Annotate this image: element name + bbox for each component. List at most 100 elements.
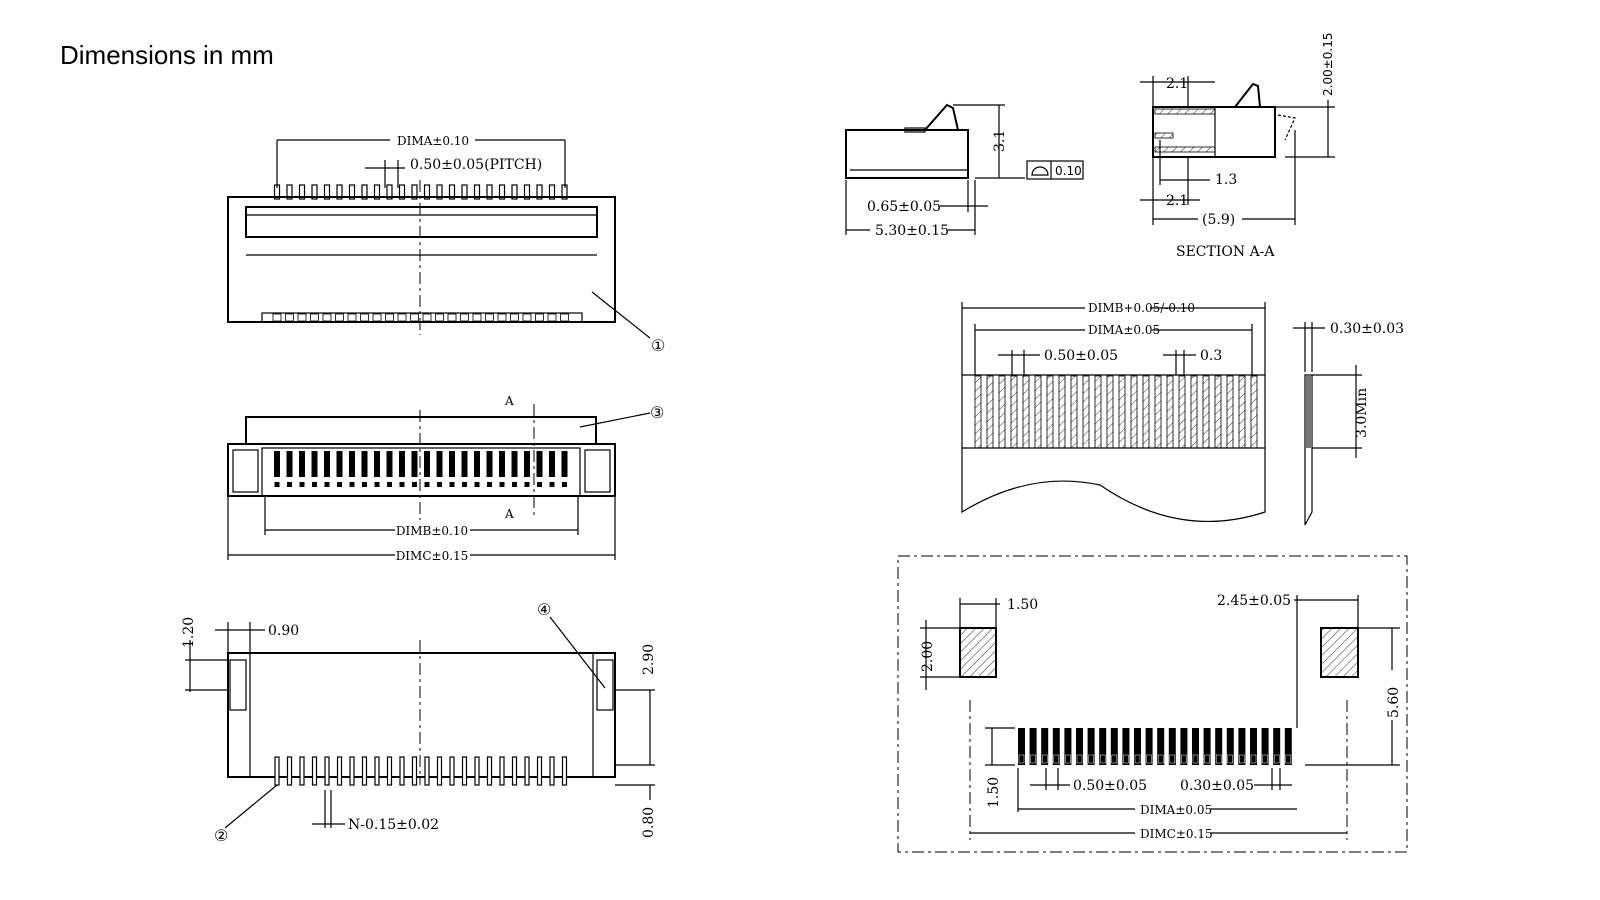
- front-contact: [324, 451, 330, 477]
- front-contact-tail: [362, 482, 367, 487]
- front-contact: [299, 451, 305, 477]
- top-contact: [460, 313, 469, 322]
- fpc-contact: [986, 375, 994, 449]
- fpc-contact: [1106, 375, 1114, 449]
- section-21-top-label: 2.1: [1166, 76, 1188, 92]
- signal-pad-mark: [1099, 754, 1106, 764]
- top-contact: [422, 313, 432, 322]
- signal-pad-mark: [1169, 754, 1176, 764]
- top-pin: [473, 184, 481, 200]
- signal-pad: [1087, 728, 1095, 765]
- footprint-150-label: 1.50: [986, 777, 1002, 808]
- top-view: DIMA±0.10 0.50±0.05(PITCH) ①: [227, 134, 665, 355]
- fpc-contact: [1118, 375, 1126, 449]
- section-59-label: (5.9): [1202, 212, 1235, 228]
- fpc-dima-label: DIMA±0.05: [1088, 323, 1160, 337]
- bottom-290-label: 2.90: [641, 644, 657, 675]
- top-pin: [398, 184, 406, 200]
- section-21-bottom-label: 2.1: [1166, 193, 1188, 209]
- front-view-actuator: [245, 416, 597, 445]
- front-contact: [561, 451, 568, 477]
- fpc-contact: [1190, 375, 1198, 449]
- top-view-contact-row: [261, 312, 583, 323]
- bottom-pin: [411, 756, 418, 786]
- front-contact: [524, 451, 530, 477]
- top-pin: [536, 184, 543, 200]
- top-contact: [522, 313, 532, 322]
- front-contact: [461, 451, 468, 477]
- bottom-pin: [324, 756, 330, 786]
- top-contact: [285, 313, 294, 322]
- signal-pad: [1273, 728, 1281, 765]
- callout-2: ②: [214, 826, 228, 845]
- top-view-body: [227, 196, 616, 323]
- section-13-label: 1.3: [1215, 172, 1237, 188]
- front-dimb-label: DIMB±0.10: [396, 524, 468, 538]
- flatness-value: 0.10: [1055, 164, 1082, 178]
- flatness-frame: [1026, 160, 1084, 180]
- footprint-dimc-label: DIMC±0.15: [1140, 827, 1213, 841]
- signal-pad-mark: [1262, 754, 1268, 764]
- front-contact: [549, 451, 555, 477]
- signal-pad: [1215, 728, 1223, 765]
- fpc-width-label: 0.3: [1200, 348, 1222, 364]
- front-contact: [374, 451, 380, 477]
- top-contact: [535, 313, 544, 322]
- fpc-contact: [1034, 375, 1042, 449]
- top-pin: [298, 184, 306, 200]
- bottom-pin: [499, 756, 505, 786]
- footprint-pad-width-label: 1.50: [1007, 597, 1038, 613]
- bottom-view: 1.20 0.90 2.90 0.80 N-0.15±0.02 ② ④: [181, 600, 657, 845]
- top-contact: [347, 313, 357, 322]
- bottom-pin: [361, 756, 368, 786]
- fpc-contact: [1094, 375, 1102, 449]
- fpc-contact: [998, 375, 1006, 449]
- bottom-pin: [536, 756, 543, 786]
- front-contact-tail: [299, 482, 305, 487]
- section-aa-title: SECTION A-A: [1176, 244, 1275, 260]
- top-pin: [498, 184, 506, 200]
- front-contact-tail: [399, 482, 405, 487]
- bottom-pin: [399, 756, 405, 786]
- bottom-pin: [436, 756, 443, 786]
- signal-pad-mark: [1181, 754, 1187, 764]
- top-contact: [560, 313, 569, 322]
- front-contact: [424, 451, 430, 477]
- bottom-pin: [349, 756, 355, 786]
- front-contact-tail: [387, 482, 392, 487]
- top-contact: [360, 313, 369, 322]
- signal-pad-mark: [1053, 754, 1060, 764]
- signal-pad-mark: [1157, 754, 1164, 764]
- bottom-120-label: 1.20: [181, 617, 197, 648]
- signal-pad: [1238, 728, 1246, 765]
- front-contact: [536, 451, 543, 477]
- top-view-actuator: [245, 206, 598, 238]
- fpc-length-label: 3.0Min: [1354, 388, 1370, 438]
- signal-pad-mark: [1134, 754, 1141, 764]
- signal-pad: [1168, 728, 1176, 765]
- front-contact: [449, 451, 455, 477]
- fpc-outline: [961, 374, 1266, 523]
- side-065-label: 0.65±0.05: [867, 199, 941, 215]
- footprint-pad-height-label: 2.00: [920, 641, 936, 672]
- bottom-pin: [549, 756, 555, 786]
- top-contact: [547, 313, 557, 322]
- fpc-contact: [1022, 375, 1030, 449]
- front-contact: [474, 451, 480, 477]
- fpc-thickness-label: 0.30±0.03: [1330, 321, 1404, 337]
- top-pin: [436, 184, 443, 200]
- footprint-boundary: [897, 555, 1408, 853]
- fpc-contact: [1046, 375, 1054, 449]
- fpc-contact: [1154, 375, 1162, 449]
- signal-pad: [1110, 728, 1118, 765]
- top-pin: [411, 184, 418, 200]
- top-contact: [297, 313, 307, 322]
- bottom-pin: [386, 756, 393, 786]
- front-contact: [511, 451, 518, 477]
- signal-pad-mark: [1215, 754, 1222, 764]
- front-contact-tail: [324, 482, 330, 487]
- bottom-pin: [561, 756, 568, 786]
- top-pin: [323, 184, 331, 200]
- front-contact-tail: [337, 482, 342, 487]
